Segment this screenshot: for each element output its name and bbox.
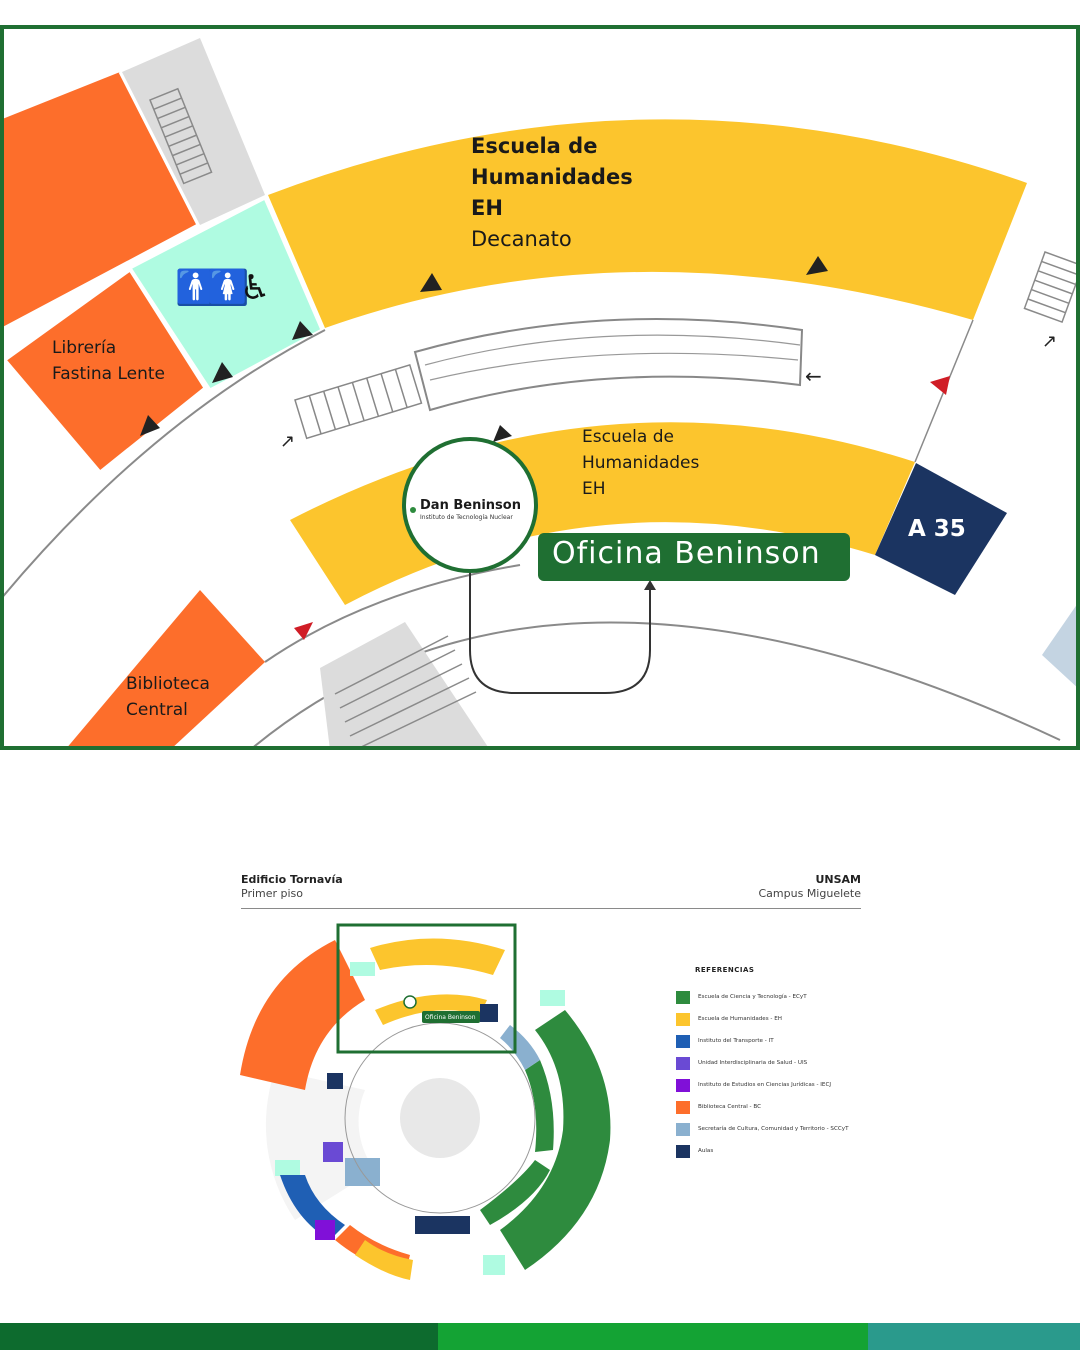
legend: REFERENCIAS Escuela de Ciencia y Tecnolo… bbox=[676, 966, 936, 1162]
minimap-oficina-callout[interactable] bbox=[422, 1011, 480, 1023]
legend-title: REFERENCIAS bbox=[695, 966, 755, 974]
minimap-ecyt bbox=[500, 1010, 611, 1270]
footer-segment bbox=[0, 1323, 438, 1350]
zoomed-map-svg: ← ↗ ↗ bbox=[0, 25, 1080, 926]
legend-swatch bbox=[676, 1122, 690, 1136]
stairs-icon bbox=[1023, 251, 1077, 324]
legend-item: Instituto de Estudios en Ciencias Jurídi… bbox=[676, 1074, 936, 1096]
footer-color-bar bbox=[0, 1323, 1080, 1350]
minimap-biblioteca bbox=[240, 940, 365, 1090]
legend-item: Escuela de Humanidades - EH bbox=[676, 1008, 936, 1030]
biblioteca-block bbox=[67, 590, 265, 747]
biblioteca-line2: Central bbox=[126, 700, 188, 720]
man-icon: 🚹 bbox=[175, 268, 218, 308]
eh-top-line3: EH bbox=[471, 196, 503, 220]
eh-top-line1: Escuela de bbox=[471, 134, 598, 158]
legend-swatch bbox=[676, 1078, 690, 1092]
legend-item: Biblioteca Central - BC bbox=[676, 1096, 936, 1118]
campus-name: Campus Miguelete bbox=[758, 887, 862, 900]
logo-name: Dan Beninson bbox=[420, 498, 521, 513]
eh-top-line2: Humanidades bbox=[471, 165, 633, 189]
minimap-eh-bottom bbox=[375, 994, 487, 1025]
escalator-left bbox=[294, 363, 423, 440]
legend-label: Biblioteca Central - BC bbox=[698, 1104, 761, 1110]
door-markers bbox=[140, 256, 828, 442]
gray-stair-area-top bbox=[122, 38, 265, 225]
arrow-icon: ← bbox=[805, 364, 822, 388]
building-name: Edificio Tornavía bbox=[241, 873, 343, 886]
eh-bottom-line3: EH bbox=[582, 479, 606, 499]
legend-swatch bbox=[676, 1012, 690, 1026]
legend-swatch bbox=[676, 990, 690, 1004]
legend-label: Instituto del Transporte - IT bbox=[698, 1038, 774, 1044]
logo-subtitle: Instituto de Tecnología Nuclear bbox=[420, 514, 513, 521]
legend-swatch bbox=[676, 1100, 690, 1114]
arrow-icon: ↗ bbox=[280, 431, 295, 452]
footer-segment bbox=[868, 1323, 1080, 1350]
eh-top-line4: Decanato bbox=[471, 227, 572, 251]
legend-label: Unidad Interdisciplinaria de Salud - UIS bbox=[698, 1060, 808, 1066]
orange-block-top-left bbox=[3, 72, 198, 329]
escuela-humanidades-top-band bbox=[268, 119, 1027, 328]
floor-plan-header: Edificio Tornavía Primer piso UNSAM Camp… bbox=[241, 872, 861, 909]
legend-item: Escuela de Ciencia y Tecnología - ECyT bbox=[676, 986, 936, 1008]
legend-label: Escuela de Humanidades - EH bbox=[698, 1016, 782, 1022]
legend-swatch bbox=[676, 1144, 690, 1158]
libreria-line1: Librería bbox=[52, 338, 117, 358]
footer-segment bbox=[438, 1323, 868, 1350]
oficina-beninson-callout-box[interactable] bbox=[538, 533, 850, 581]
wheelchair-icon: ♿ bbox=[240, 268, 271, 308]
libreria-line2: Fastina Lente bbox=[52, 364, 166, 384]
eh-bottom-line2: Humanidades bbox=[582, 453, 700, 473]
legend-label: Escuela de Ciencia y Tecnología - ECyT bbox=[698, 994, 807, 1000]
full-floor-minimap bbox=[240, 923, 615, 1290]
biblioteca-line1: Biblioteca bbox=[126, 674, 210, 694]
org-name: UNSAM bbox=[815, 873, 861, 886]
arrow-icon: ↗ bbox=[1042, 331, 1057, 352]
aula-a35-block bbox=[875, 463, 1007, 595]
eh-bottom-line1: Escuela de bbox=[582, 427, 674, 447]
legend-label: Instituto de Estudios en Ciencias Jurídi… bbox=[698, 1082, 832, 1088]
legend-label: Aulas bbox=[698, 1148, 714, 1154]
legend-item: Unidad Interdisciplinaria de Salud - UIS bbox=[676, 1052, 936, 1074]
dan-beninson-logo-circle[interactable] bbox=[402, 437, 538, 573]
legend-item: Instituto del Transporte - IT bbox=[676, 1030, 936, 1052]
legend-swatch bbox=[676, 1034, 690, 1048]
floor-name: Primer piso bbox=[241, 887, 304, 900]
minimap-callout-text[interactable]: Oficina Beninson bbox=[425, 1014, 476, 1021]
aula-a35-label: A 35 bbox=[908, 516, 966, 542]
escalator-long bbox=[413, 318, 804, 412]
oficina-beninson-callout-text[interactable]: Oficina Beninson bbox=[552, 536, 821, 571]
sccyt-block-partial bbox=[1042, 604, 1077, 688]
stairs-icon bbox=[149, 87, 213, 185]
gray-stair-area-bottom bbox=[320, 622, 489, 747]
zoomed-map-view: ← ↗ ↗ bbox=[0, 25, 1080, 926]
restroom-block bbox=[127, 195, 324, 392]
libreria-block bbox=[3, 267, 207, 475]
minimap-eh-top bbox=[370, 938, 505, 975]
woman-icon: 🚺 bbox=[207, 268, 250, 308]
legend-label: Secretaría de Cultura, Comunidad y Terri… bbox=[698, 1126, 849, 1132]
legend-swatch bbox=[676, 1056, 690, 1070]
legend-item: Secretaría de Cultura, Comunidad y Terri… bbox=[676, 1118, 936, 1140]
legend-item: Aulas bbox=[676, 1140, 936, 1162]
